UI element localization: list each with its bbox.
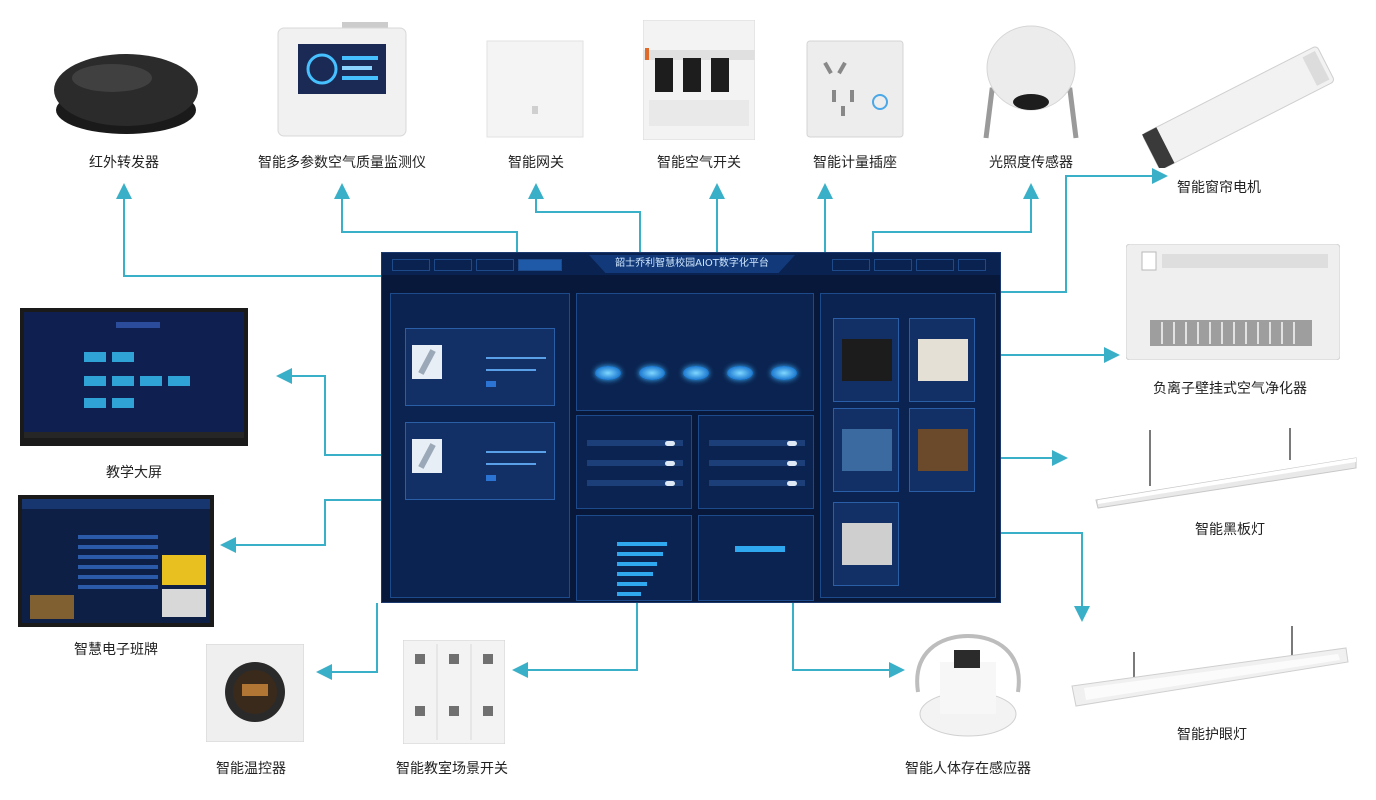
time-toggle-1[interactable] <box>787 441 797 446</box>
nav-tab-3[interactable] <box>476 259 514 271</box>
big-screen-image <box>20 308 248 446</box>
nav-tab-2[interactable] <box>434 259 472 271</box>
light-mode-chip[interactable] <box>486 381 496 387</box>
usage-bar <box>735 546 785 552</box>
env-row <box>587 440 683 446</box>
color-temp-slider[interactable] <box>486 369 536 371</box>
socket-image <box>806 40 904 138</box>
energy-bar <box>617 562 657 566</box>
air-purifier-label: 负离子壁挂式空气净化器 <box>1153 381 1307 397</box>
environment-panel <box>576 415 692 509</box>
air-monitor-label: 智能多参数空气质量监测仪 <box>258 155 426 171</box>
env-toggle-2[interactable] <box>665 461 675 466</box>
scene-button-5[interactable] <box>771 366 797 380</box>
link-scene-switch <box>512 603 638 678</box>
usage-panel <box>698 515 814 601</box>
scene-switch-image <box>402 639 506 745</box>
energy-bar <box>617 592 641 596</box>
link-presence-sensor <box>792 603 905 678</box>
presence-sensor-image <box>910 632 1026 744</box>
thermostat-image <box>205 643 305 743</box>
gateway-label: 智能网关 <box>508 155 564 171</box>
light-card-1[interactable] <box>405 328 555 406</box>
device-tile-4[interactable] <box>909 408 975 492</box>
big-screen-label: 教学大屏 <box>106 465 162 481</box>
energy-bar <box>617 572 653 576</box>
env-toggle-3[interactable] <box>665 481 675 486</box>
lighting-panel <box>390 293 570 598</box>
scene-button-2[interactable] <box>639 366 665 380</box>
class-board-label: 智慧电子班牌 <box>74 642 158 658</box>
ir-blaster-label: 红外转发器 <box>89 155 159 171</box>
scene-button-4[interactable] <box>727 366 753 380</box>
time-row <box>709 460 805 466</box>
nav-tab-5[interactable] <box>832 259 870 271</box>
air-purifier-image <box>1125 243 1341 361</box>
color-temp-slider[interactable] <box>486 463 536 465</box>
scene-button-3[interactable] <box>683 366 709 380</box>
link-thermostat <box>316 603 378 680</box>
nav-tab-4[interactable] <box>518 259 562 271</box>
device-tile-2[interactable] <box>909 318 975 402</box>
thermostat-label: 智能温控器 <box>216 761 286 777</box>
teaching-devices-panel <box>820 293 996 598</box>
scene-button-1[interactable] <box>595 366 621 380</box>
link-ir-blaster <box>116 183 381 277</box>
scene-switch-label: 智能教室场景开关 <box>396 761 508 777</box>
air-switch-image <box>642 19 756 141</box>
device-tile-5[interactable] <box>833 502 899 586</box>
socket-label: 智能计量插座 <box>813 155 897 171</box>
link-curtain-motor <box>1001 168 1168 293</box>
time-toggle-2[interactable] <box>787 461 797 466</box>
link-gateway <box>528 183 641 252</box>
lamp-icon <box>412 345 442 379</box>
link-big-screen <box>276 368 381 456</box>
brightness-slider[interactable] <box>486 357 546 359</box>
eye-lamp-image <box>1070 624 1352 710</box>
energy-bar <box>617 542 667 546</box>
light-mode-chip[interactable] <box>486 475 496 481</box>
blackboard-lamp-label: 智能黑板灯 <box>1195 522 1265 538</box>
time-row <box>709 480 805 486</box>
device-tile-1[interactable] <box>833 318 899 402</box>
energy-bar <box>617 582 647 586</box>
light-sensor-label: 光照度传感器 <box>989 155 1073 171</box>
gateway-image <box>486 40 584 138</box>
energy-panel <box>576 515 692 601</box>
link-eye-lamp <box>1001 532 1090 622</box>
ir-blaster-image <box>52 50 200 142</box>
presence-sensor-label: 智能人体存在感应器 <box>905 761 1031 777</box>
light-card-2[interactable] <box>405 422 555 500</box>
energy-bar <box>617 552 663 556</box>
air-monitor-image <box>276 22 408 138</box>
device-tile-3[interactable] <box>833 408 899 492</box>
class-board-image <box>18 495 214 627</box>
brightness-slider[interactable] <box>486 451 546 453</box>
link-air-monitor <box>334 183 518 252</box>
time-panel <box>698 415 814 509</box>
scene-panel <box>576 293 814 411</box>
air-switch-label: 智能空气开关 <box>657 155 741 171</box>
curtain-motor-image <box>1140 46 1336 171</box>
nav-tab-7[interactable] <box>916 259 954 271</box>
env-row <box>587 460 683 466</box>
time-row <box>709 440 805 446</box>
platform-title: 韶士乔利智慧校园AIOT数字化平台 <box>589 255 795 273</box>
env-row <box>587 480 683 486</box>
eye-lamp-label: 智能护眼灯 <box>1177 727 1247 743</box>
lamp-icon <box>412 439 442 473</box>
platform-dashboard: 韶士乔利智慧校园AIOT数字化平台 <box>381 252 1001 603</box>
link-class-board <box>220 499 381 553</box>
curtain-motor-label: 智能窗帘电机 <box>1177 180 1261 196</box>
nav-tab-8[interactable] <box>958 259 986 271</box>
blackboard-lamp-image <box>1094 428 1358 512</box>
nav-tab-6[interactable] <box>874 259 912 271</box>
light-sensor-image <box>978 20 1084 142</box>
time-toggle-3[interactable] <box>787 481 797 486</box>
env-toggle-1[interactable] <box>665 441 675 446</box>
nav-tab-1[interactable] <box>392 259 430 271</box>
link-light-sensor <box>872 183 1039 252</box>
